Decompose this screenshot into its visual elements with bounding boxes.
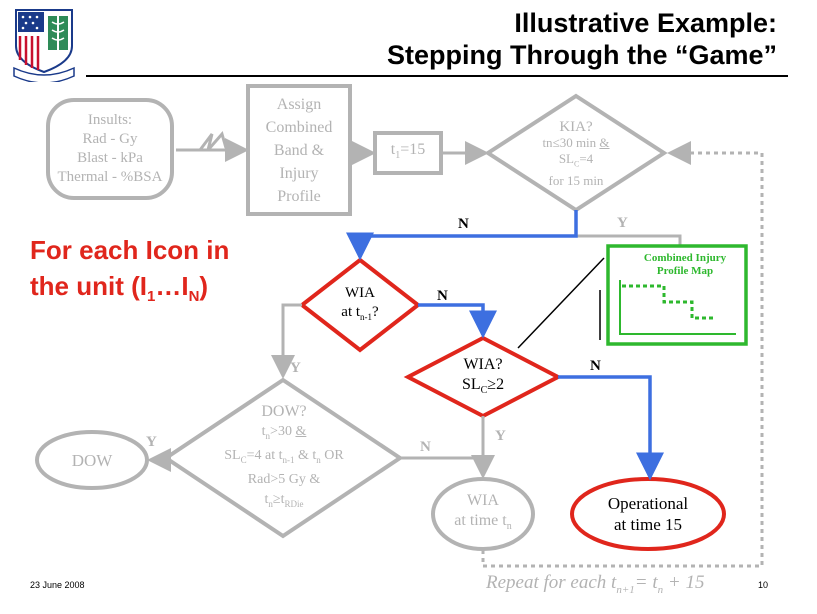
- branch-label-y: Y: [290, 360, 301, 376]
- branch-label-n: N: [458, 216, 469, 232]
- injury-profile-map: [606, 244, 748, 346]
- dow-terminal-text: DOW: [71, 450, 113, 470]
- slide-title-line-2: Stepping Through the “Game”: [387, 40, 777, 70]
- wia-tn-1-text: WIA at tn-1?: [341, 284, 379, 322]
- wia-time-terminal: [431, 477, 535, 551]
- for-each-icon-note: For each Icon in the unit (I1…IN): [30, 235, 230, 306]
- wia-slc-text: WIA? SLC≥2: [461, 355, 505, 397]
- footer-date: 23 June 2008: [30, 580, 85, 590]
- slide-title-line-1: Illustrative Example:: [514, 8, 777, 38]
- wia-tn-1-decision: [298, 257, 422, 353]
- branch-label-n: N: [590, 358, 601, 374]
- army-medical-crest-icon: [13, 9, 75, 82]
- wia-time-text: WIA at time tn: [454, 491, 512, 533]
- insults-node: [46, 98, 174, 200]
- title-divider: [86, 75, 788, 77]
- branch-label-n: N: [420, 439, 431, 455]
- branch-label-y: Y: [617, 215, 628, 231]
- branch-label-n: N: [437, 288, 448, 304]
- dow-question-text: DOW? tn>30 & SLC=4 at tn-1 & tn OR Rad>5…: [224, 403, 344, 509]
- page-number: 10: [758, 580, 769, 590]
- branch-label-y: Y: [495, 428, 506, 444]
- t1-text: t1=15: [390, 141, 426, 162]
- repeat-note: Repeat for each tn+1= tn + 15: [486, 572, 705, 596]
- dow-decision: [162, 377, 404, 539]
- kia-text: KIA? tn≤30 min & SLC=4 for 15 min: [542, 119, 610, 188]
- branch-label-y: Y: [146, 434, 157, 450]
